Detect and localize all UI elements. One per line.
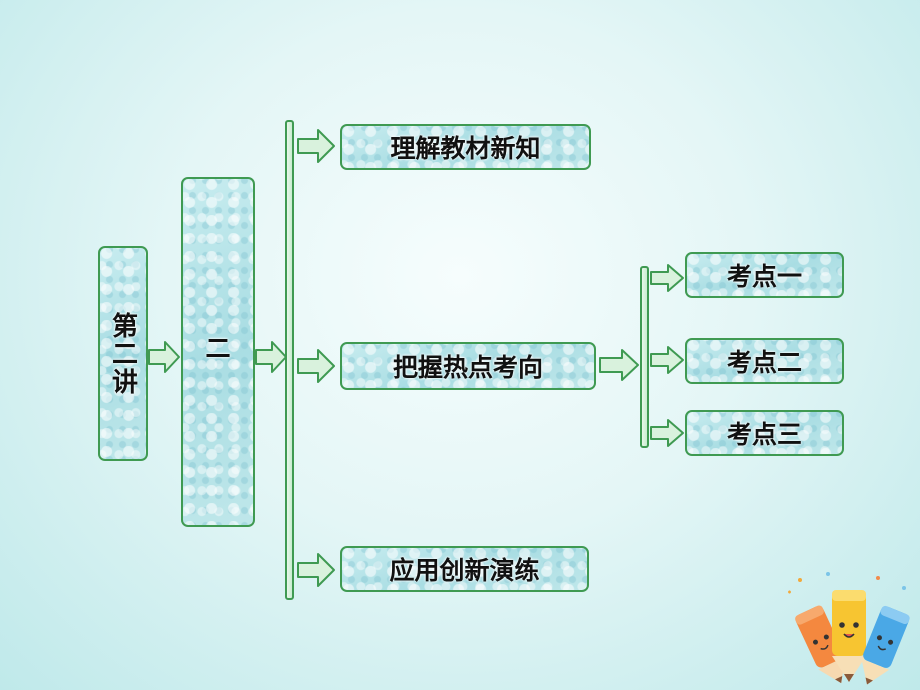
main-branch-bar <box>285 120 294 600</box>
arrow-to-point-2 <box>650 346 684 374</box>
point-box-3: 考点三 <box>685 410 844 456</box>
points-branch-bar <box>640 266 649 448</box>
pencils-decoration-icon <box>788 572 910 685</box>
arrow-to-point-1 <box>650 264 684 292</box>
section-label-2: 把握热点考向 <box>392 353 543 382</box>
point-label-1: 考点一 <box>726 262 802 291</box>
point-label-2: 考点二 <box>726 348 802 377</box>
topic-label: 二 <box>205 334 231 363</box>
section-box-1: 理解教材新知 <box>340 124 591 170</box>
section-label-1: 理解教材新知 <box>390 134 541 163</box>
sparkles-icon <box>788 572 906 594</box>
arrow-to-section-3 <box>297 553 335 587</box>
point-box-2: 考点二 <box>685 338 844 384</box>
arrow-to-section-2 <box>297 349 335 383</box>
root-box: 第二讲 <box>98 246 148 461</box>
point-box-1: 考点一 <box>685 252 844 298</box>
section-box-2: 把握热点考向 <box>340 342 596 390</box>
point-label-3: 考点三 <box>726 420 802 449</box>
arrow-root-to-topic <box>148 341 180 373</box>
arrow-topic-to-bar <box>255 341 287 373</box>
topic-box: 二 <box>181 177 255 527</box>
arrow-to-point-3 <box>650 419 684 447</box>
section-label-3: 应用创新演练 <box>389 556 540 585</box>
arrow-section-2-to-points <box>599 349 639 381</box>
root-label: 第二讲 <box>107 311 138 396</box>
arrow-to-section-1 <box>297 129 335 163</box>
section-box-3: 应用创新演练 <box>340 546 589 592</box>
